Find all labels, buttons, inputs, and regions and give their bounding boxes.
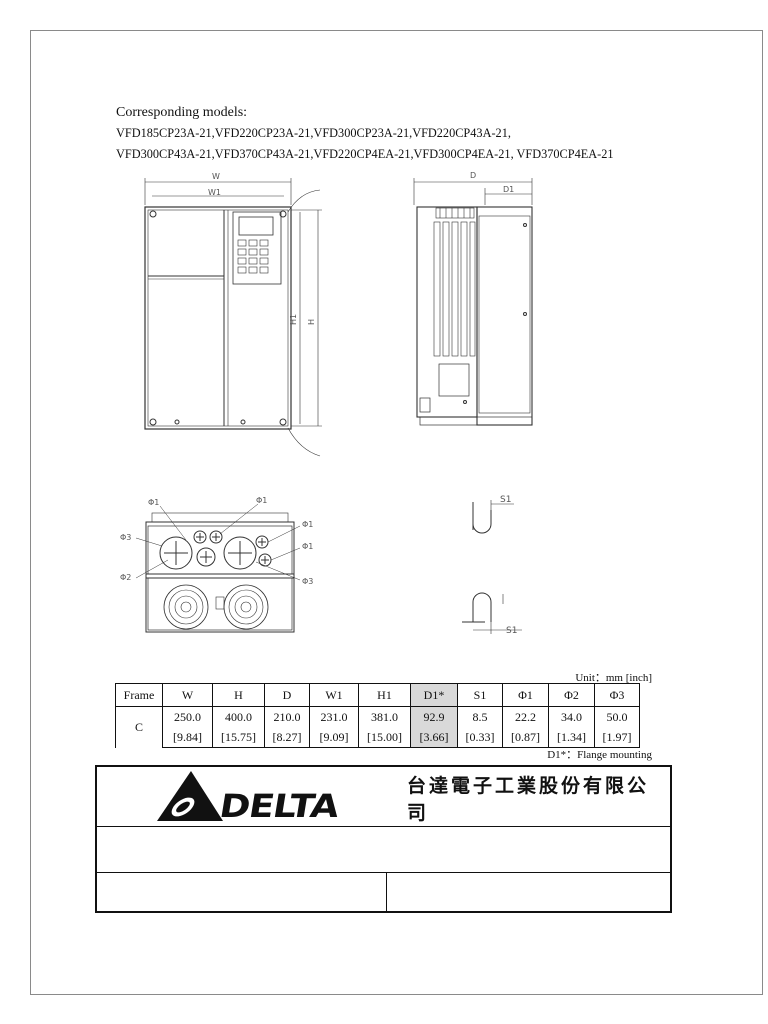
flange-mounting-note: D1*：Flange mounting (547, 749, 652, 761)
front-view: W W1 H1 H (144, 172, 322, 457)
page-border (30, 30, 763, 995)
cell-mm-w: 250.0 (162, 706, 213, 727)
models-line-1: VFD185CP23A-21,VFD220CP23A-21,VFD300CP23… (116, 126, 511, 140)
dim-label-h1: H1 (289, 314, 298, 325)
slot-detail-bottom: S1 (462, 592, 522, 636)
cell-mm-s1: 8.5 (457, 706, 503, 727)
dim-label-phi3-a: Φ3 (120, 533, 131, 542)
cell-inch-phi1: [0.87] (502, 727, 549, 748)
cell-inch-d1: [3.66] (410, 727, 458, 748)
dim-label-s1-b: S1 (506, 626, 517, 636)
header-s1: S1 (457, 683, 503, 707)
header-frame: Frame (115, 683, 163, 707)
title-block-row-3 (97, 872, 670, 912)
corresponding-models: Corresponding models: VFD185CP23A-21,VFD… (116, 103, 716, 165)
dim-label-phi1-c: Φ1 (302, 520, 313, 529)
title-block-row-2 (97, 826, 670, 873)
models-heading: Corresponding models: (116, 105, 248, 120)
header-d1: D1* (410, 683, 458, 707)
table-row-inch: [9.84] [15.75] [8.27] [9.09] [15.00] [3.… (116, 727, 640, 748)
cell-inch-h: [15.75] (212, 727, 265, 748)
bottom-view: Φ1 Φ1 Φ1 Φ1 Φ3 Φ2 Φ3 (120, 496, 313, 633)
cell-inch-phi3: [1.97] (594, 727, 640, 748)
table-header-row: Frame W H D W1 H1 D1* S1 Φ1 Φ2 Φ3 (115, 683, 640, 707)
header-h1: H1 (358, 683, 411, 707)
unit-note: Unit：mm [inch] (575, 672, 652, 684)
header-w1: W1 (309, 683, 359, 707)
dim-label-phi1-d: Φ1 (302, 542, 313, 551)
cell-inch-h1: [15.00] (358, 727, 411, 748)
header-h: H (212, 683, 265, 707)
title-block-row-3-left (97, 873, 387, 912)
company-name: 台達電子工業股份有限公司 (407, 775, 650, 824)
dim-label-phi1-a: Φ1 (148, 498, 159, 507)
dim-label-d: D (470, 171, 476, 180)
cell-inch-d: [8.27] (264, 727, 310, 748)
delta-logo: DELTA (155, 769, 355, 825)
slot-detail-top: S1 (472, 495, 514, 534)
models-line-2: VFD300CP43A-21,VFD370CP43A-21,VFD220CP4E… (116, 147, 614, 161)
dim-label-phi3-b: Φ3 (302, 577, 313, 586)
header-phi3: Φ3 (594, 683, 640, 707)
cell-mm-h1: 381.0 (358, 706, 411, 727)
cell-inch-w1: [9.09] (309, 727, 359, 748)
cell-mm-phi3: 50.0 (594, 706, 640, 727)
header-w: W (162, 683, 213, 707)
cell-mm-h: 400.0 (212, 706, 265, 727)
cell-mm-d: 210.0 (264, 706, 310, 727)
header-phi2: Φ2 (548, 683, 595, 707)
dim-label-s1-a: S1 (500, 495, 511, 505)
dim-label-h: H (307, 319, 316, 325)
dim-label-w: W (212, 172, 220, 181)
dimension-table: Frame W H D W1 H1 D1* S1 Φ1 Φ2 Φ3 C 250.… (115, 683, 640, 748)
header-phi1: Φ1 (502, 683, 549, 707)
delta-logo-text: DELTA (216, 787, 342, 825)
cell-inch-phi2: [1.34] (548, 727, 595, 748)
cell-mm-phi2: 34.0 (548, 706, 595, 727)
side-view: D D1 (413, 171, 533, 426)
cell-mm-phi1: 22.2 (502, 706, 549, 727)
delta-triangle-icon (157, 771, 223, 821)
cell-mm-w1: 231.0 (309, 706, 359, 727)
dim-label-w1: W1 (208, 188, 221, 197)
dim-label-phi2: Φ2 (120, 573, 131, 582)
dim-label-d1: D1 (503, 185, 514, 194)
cell-mm-d1: 92.9 (410, 706, 458, 727)
title-block: DELTA 台達電子工業股份有限公司 (95, 765, 672, 913)
cell-inch-w: [9.84] (162, 727, 213, 748)
cell-inch-s1: [0.33] (457, 727, 503, 748)
frame-cell: C (115, 706, 163, 748)
header-d: D (264, 683, 310, 707)
dim-label-phi1-b: Φ1 (256, 496, 267, 505)
table-row-mm: C 250.0 400.0 210.0 231.0 381.0 92.9 8.5… (115, 706, 640, 748)
